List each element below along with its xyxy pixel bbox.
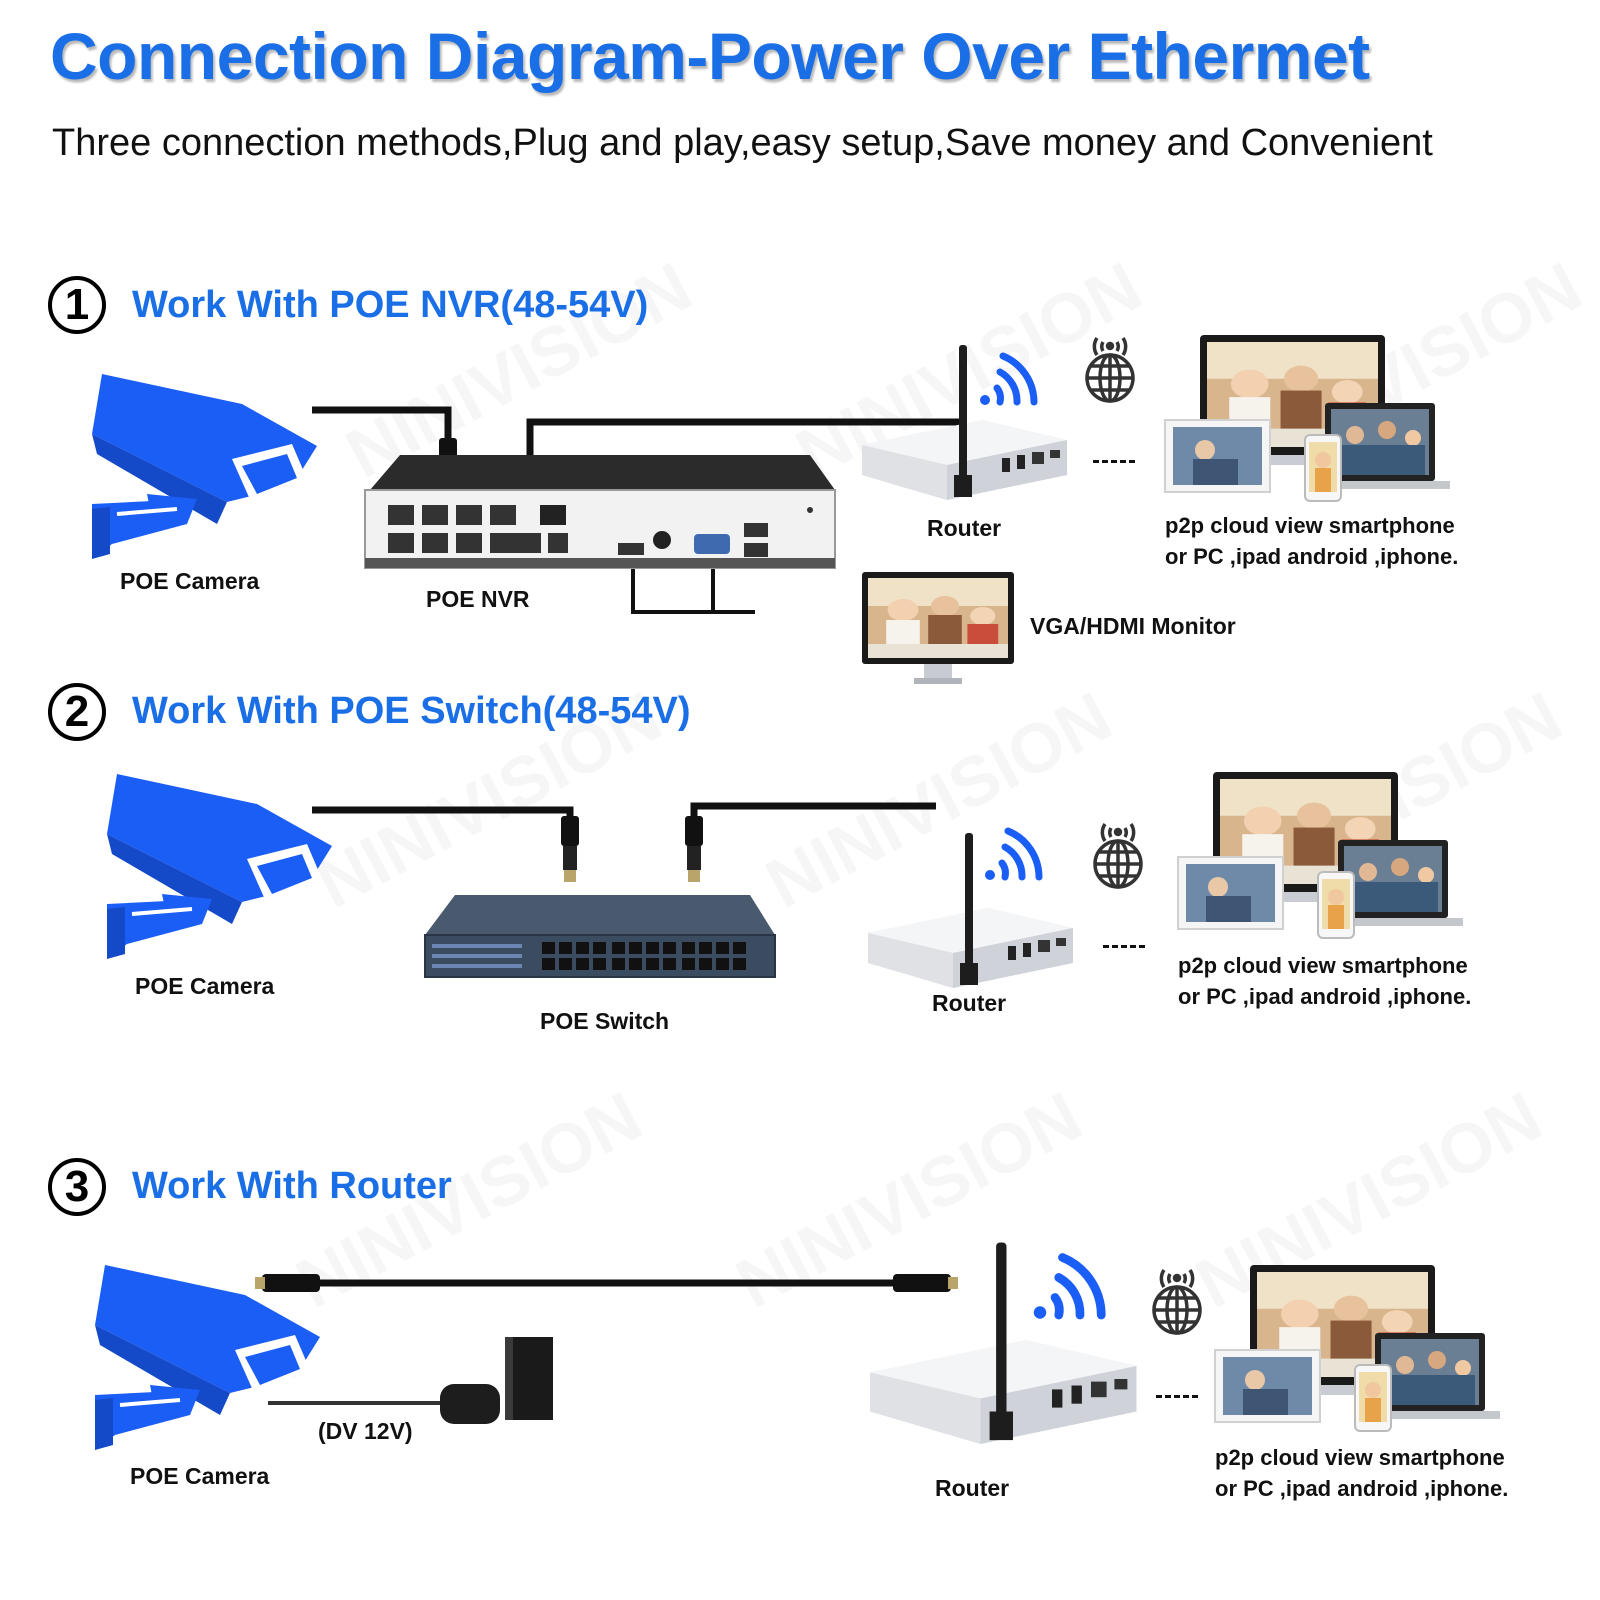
power-label: (DV 12V) [318, 1418, 413, 1444]
power-adapter-plug [440, 1384, 500, 1424]
section-1-camera-label: POE Camera [120, 568, 260, 594]
section-3-router-label: Router [935, 1475, 1010, 1501]
power-adapter [505, 1337, 553, 1420]
section-2-number: 2 [48, 683, 106, 741]
p2p-line-2: or PC ,ipad android ,iphone. [1165, 544, 1459, 569]
section-1-monitor-label: VGA/HDMI Monitor [1030, 613, 1236, 639]
p2p-line-1: p2p cloud view smartphone [1215, 1445, 1505, 1470]
page-title: Connection Diagram-Power Over Ethermet [50, 19, 1370, 93]
section-3-number: 3 [48, 1158, 106, 1216]
section-1-title: Work With POE NVR(48-54V) [132, 284, 649, 326]
section-1-router-label: Router [927, 515, 1002, 541]
p2p-line-2: or PC ,ipad android ,iphone. [1215, 1476, 1509, 1501]
section-2-p2p-text: p2p cloud view smartphone or PC ,ipad an… [1178, 950, 1471, 1012]
internet-globe-icon [1152, 1268, 1202, 1335]
p2p-line-1: p2p cloud view smartphone [1165, 513, 1455, 538]
poe-switch-device [424, 895, 776, 978]
section-1-p2p-text: p2p cloud view smartphone or PC ,ipad an… [1165, 510, 1458, 572]
dashed-connector [1103, 945, 1145, 948]
section-2-switch-label: POE Switch [540, 1008, 670, 1034]
section-3-title: Work With Router [132, 1165, 452, 1207]
p2p-line-2: or PC ,ipad android ,iphone. [1178, 984, 1472, 1009]
section-2-router-label: Router [932, 990, 1007, 1016]
p2p-line-1: p2p cloud view smartphone [1178, 953, 1468, 978]
nvr-device [364, 455, 836, 569]
viewing-devices-image [1215, 1265, 1505, 1435]
dashed-connector [1156, 1395, 1198, 1398]
router-icon [870, 1242, 1137, 1444]
camera-to-nvr-cable [312, 406, 452, 440]
dashed-connector [1093, 460, 1135, 463]
page-subtitle: Three connection methods,Plug and play,e… [52, 122, 1433, 164]
section-3-camera-label: POE Camera [130, 1463, 270, 1489]
monitor-icon [862, 572, 1014, 684]
section-1-number: 1 [48, 276, 106, 334]
wifi-signal-icon [1040, 1250, 1115, 1325]
camera-icon [93, 1263, 322, 1452]
section-3-p2p-text: p2p cloud view smartphone or PC ,ipad an… [1215, 1442, 1508, 1504]
section-2-camera-label: POE Camera [135, 973, 275, 999]
section-1-nvr-label: POE NVR [426, 586, 530, 612]
section-2-title: Work With POE Switch(48-54V) [132, 690, 691, 732]
